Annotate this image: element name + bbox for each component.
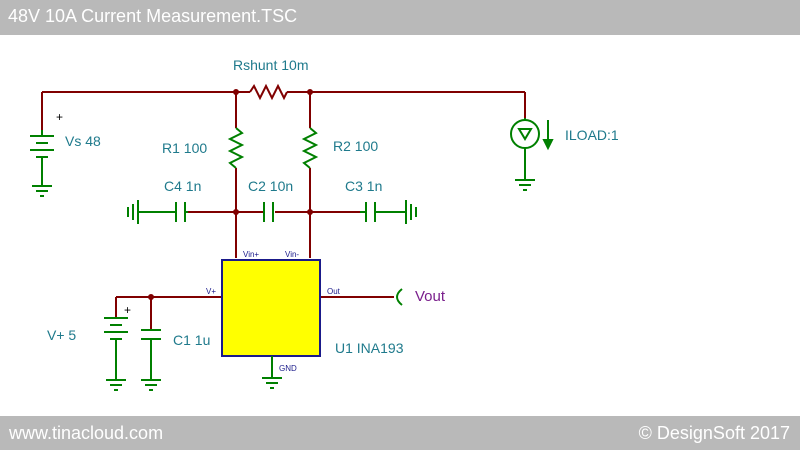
- website-link[interactable]: www.tinacloud.com: [9, 423, 164, 443]
- pin-gnd: GND: [279, 364, 297, 373]
- c3-capacitor[interactable]: [360, 200, 417, 224]
- r2-resistor[interactable]: [301, 127, 319, 169]
- vs-plus-sign: +: [56, 110, 63, 124]
- title-bar: 48V 10A Current Measurement.TSC: [0, 0, 800, 35]
- label-vs: Vs 48: [65, 133, 101, 149]
- window-title: 48V 10A Current Measurement.TSC: [8, 6, 298, 26]
- u1-ic[interactable]: [221, 259, 321, 389]
- vs-battery[interactable]: [30, 130, 54, 197]
- label-vout: Vout: [415, 288, 446, 305]
- vplus-battery[interactable]: [104, 317, 128, 391]
- label-u1: U1 INA193: [335, 340, 404, 356]
- iload-current-source[interactable]: [510, 118, 554, 191]
- pin-vplus: V+: [206, 287, 216, 296]
- label-r1: R1 100: [162, 140, 207, 156]
- label-c3: C3 1n: [345, 178, 382, 194]
- label-rshunt: Rshunt 10m: [233, 57, 308, 73]
- footer-bar: www.tinacloud.com © DesignSoft 2017: [0, 416, 800, 450]
- label-c1: C1 1u: [173, 332, 210, 348]
- c2-capacitor[interactable]: [263, 202, 274, 222]
- label-c4: C4 1n: [164, 178, 201, 194]
- pin-vin-plus: Vin+: [243, 250, 259, 259]
- label-vplus: V+ 5: [47, 327, 76, 343]
- vout-terminal[interactable]: [396, 288, 403, 306]
- pin-out: Out: [327, 287, 341, 296]
- copyright-text: © DesignSoft 2017: [638, 423, 790, 443]
- pin-vin-minus: Vin-: [285, 250, 299, 259]
- label-c2: C2 10n: [248, 178, 293, 194]
- label-r2: R2 100: [333, 138, 378, 154]
- label-iload: ILOAD:1: [565, 127, 619, 143]
- c4-capacitor[interactable]: [127, 200, 188, 224]
- c1-capacitor[interactable]: [141, 329, 161, 391]
- r1-resistor[interactable]: [227, 127, 245, 169]
- rshunt-resistor[interactable]: [249, 83, 288, 101]
- vplus-plus-sign: +: [124, 303, 131, 317]
- junction-dots: [148, 89, 313, 300]
